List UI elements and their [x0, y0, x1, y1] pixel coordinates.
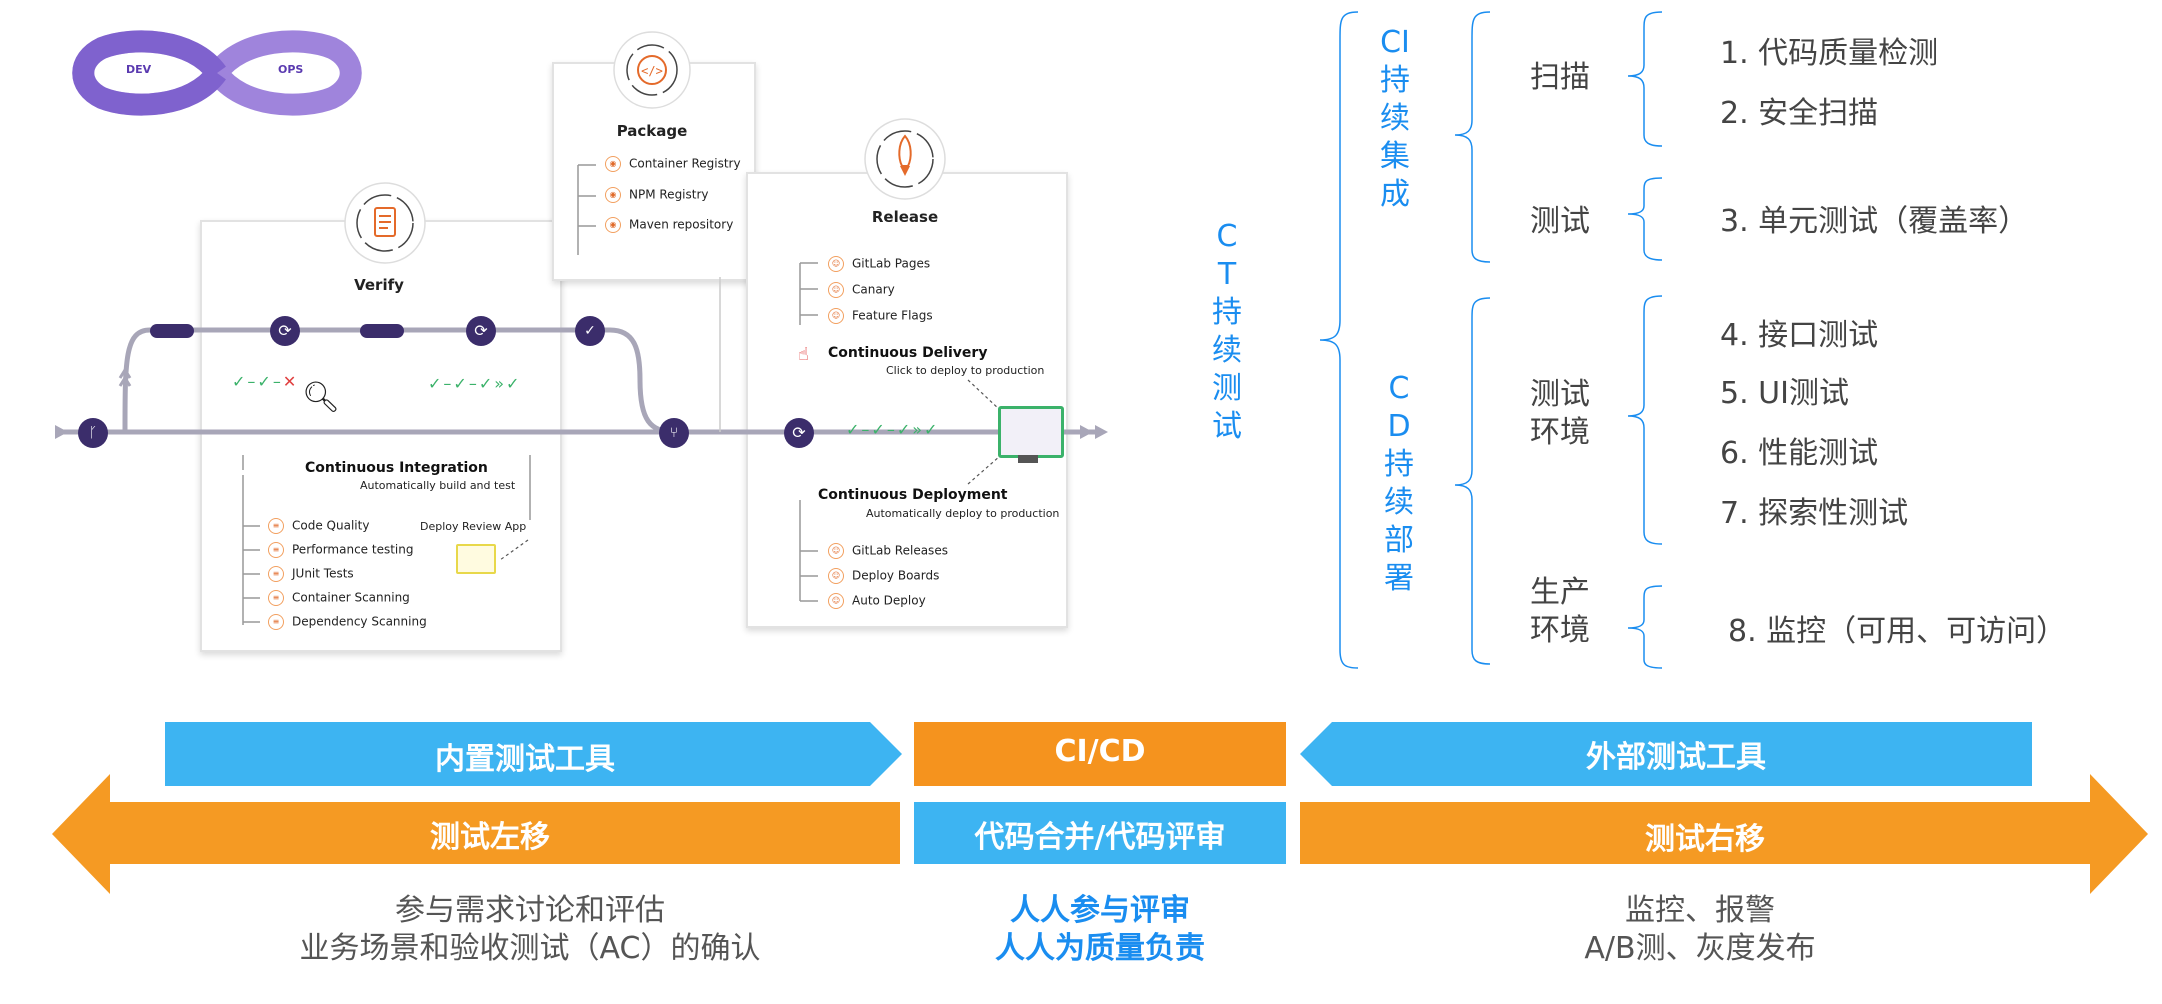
release-item-feature-flags: ☺Feature Flags — [828, 308, 933, 324]
ci-label: CI持续集成 — [1380, 25, 1410, 212]
continuous-integration-title: Continuous Integration — [305, 460, 488, 476]
release-person-icon: ☺ — [828, 282, 844, 298]
verify-icon — [344, 182, 426, 264]
release-person-icon: ☺ — [828, 568, 844, 584]
package-item-container-registry: ◉Container Registry — [605, 156, 741, 172]
pipeline-commit-pill-2 — [360, 324, 404, 338]
release-person-icon: ☺ — [828, 256, 844, 272]
package-item-npm-registry: ◉NPM Registry — [605, 187, 709, 203]
package-title: Package — [616, 122, 688, 140]
package-item-maven-repository: ◉Maven repository — [605, 217, 733, 233]
package-tree-lines — [577, 164, 596, 255]
package-icon: </> — [613, 31, 691, 109]
test-list-icon: ≡ — [268, 518, 284, 534]
verify-item-performance-testing: ≡Performance testing — [268, 542, 413, 558]
tree-scan-label: 扫描 — [1530, 60, 1590, 95]
test-list-icon: ≡ — [268, 590, 284, 606]
tree-leaf-7: 7. 探索性测试 — [1720, 496, 1909, 531]
registry-icon: ◉ — [605, 187, 621, 203]
banner-external-tools: 外部测试工具 — [1586, 740, 1766, 775]
devops-infinity-logo — [72, 30, 362, 116]
bottom-left-line-2: 业务场景和验收测试（AC）的确认 — [299, 931, 761, 966]
verify-item-code-quality: ≡Code Quality — [268, 518, 369, 534]
banner-cicd: CI/CD — [1054, 734, 1146, 769]
tree-leaf-6: 6. 性能测试 — [1720, 436, 1879, 471]
tree-test-label: 测试 — [1530, 204, 1590, 239]
bottom-right-line-1: 监控、报警 — [1625, 893, 1775, 928]
pipeline-check-node: ✓ — [575, 316, 605, 346]
pipeline-commit-pill-1 — [150, 324, 194, 338]
deploy-review-app-label: Deploy Review App — [420, 520, 527, 533]
tree-prod-env-label: 生产环境 — [1530, 575, 1590, 648]
job-status-chain-1: ✓–✓–✕ — [232, 372, 299, 391]
bottom-right-line-2: A/B测、灰度发布 — [1584, 931, 1816, 966]
release-item-canary: ☺Canary — [828, 282, 895, 298]
tree-leaf-4: 4. 接口测试 — [1720, 318, 1879, 353]
job-status-chain-3: ✓–✓–✓»✓ — [846, 420, 940, 439]
cd-label: CD持续部署 — [1384, 371, 1414, 596]
review-app-monitor-icon — [456, 544, 496, 574]
release-item-deploy-boards: ☺Deploy Boards — [828, 568, 939, 584]
svg-text:</>: </> — [641, 64, 663, 78]
tree-leaf-8: 8. 监控（可用、可访问） — [1728, 614, 2067, 649]
test-list-icon: ≡ — [268, 566, 284, 582]
pipeline-merge-node: ⑂ — [659, 418, 689, 448]
pipeline-sync-node-3: ⟳ — [784, 418, 814, 448]
bottom-left-line-1: 参与需求讨论和评估 — [395, 893, 665, 928]
banner-merge-review: 代码合并/代码评审 — [974, 820, 1226, 855]
failed-job-icon: ✕ — [282, 372, 299, 391]
logo-dev-label: DEV — [126, 63, 152, 76]
release-item-gitlab-releases: ☺GitLab Releases — [828, 543, 948, 559]
pipeline-branch-node: ᚴ — [78, 418, 108, 448]
continuous-deployment-title: Continuous Deployment — [818, 487, 1008, 503]
continuous-deployment-subtitle: Automatically deploy to production — [866, 507, 1060, 520]
tree-braces — [1319, 11, 1663, 669]
ct-label: CT持续测试 — [1212, 219, 1242, 444]
release-tree-lines-top — [799, 262, 818, 325]
verify-item-container-scanning: ≡Container Scanning — [268, 590, 410, 606]
continuous-delivery-title: Continuous Delivery — [828, 345, 988, 361]
pipeline-track — [55, 277, 1108, 561]
magnifier-bug-icon: 🔍︎ — [302, 380, 341, 415]
banner-shift-right: 测试右移 — [1645, 822, 1765, 857]
tree-leaf-1: 1. 代码质量检测 — [1720, 36, 1939, 71]
logo-ops-label: OPS — [278, 63, 304, 76]
verify-item-junit-tests: ≡JUnit Tests — [268, 566, 354, 582]
registry-icon: ◉ — [605, 156, 621, 172]
tree-leaf-2: 2. 安全扫描 — [1720, 96, 1879, 131]
release-person-icon: ☺ — [828, 593, 844, 609]
bottom-center-line-2: 人人为质量负责 — [995, 931, 1205, 966]
release-person-icon: ☺ — [828, 308, 844, 324]
banner-builtin-tools: 内置测试工具 — [435, 742, 615, 777]
release-person-icon: ☺ — [828, 543, 844, 559]
registry-icon: ◉ — [605, 217, 621, 233]
verify-title: Verify — [354, 276, 404, 294]
pipeline-sync-node-1: ⟳ — [270, 316, 300, 346]
release-item-gitlab-pages: ☺GitLab Pages — [828, 256, 930, 272]
test-list-icon: ≡ — [268, 542, 284, 558]
test-list-icon: ≡ — [268, 614, 284, 630]
verify-tree-lines — [242, 475, 260, 625]
bottom-center-line-1: 人人参与评审 — [1010, 893, 1190, 928]
job-status-chain-2: ✓–✓–✓»✓ — [428, 374, 522, 393]
tree-leaf-5: 5. UI测试 — [1720, 376, 1849, 411]
continuous-integration-subtitle: Automatically build and test — [360, 479, 516, 492]
monitor-stand — [1018, 455, 1038, 463]
release-title: Release — [871, 208, 939, 226]
pipeline-sync-node-2: ⟳ — [466, 316, 496, 346]
verify-item-dependency-scanning: ≡Dependency Scanning — [268, 614, 427, 630]
click-hand-icon: ☝ — [798, 344, 809, 365]
verify-card — [200, 220, 562, 652]
release-rocket-icon — [864, 118, 946, 200]
tree-leaf-3: 3. 单元测试（覆盖率） — [1720, 204, 2029, 239]
continuous-delivery-subtitle: Click to deploy to production — [886, 364, 1045, 377]
banner-shift-left: 测试左移 — [430, 820, 550, 855]
release-tree-lines-bottom — [799, 500, 818, 602]
release-item-auto-deploy: ☺Auto Deploy — [828, 593, 926, 609]
tree-test-env-label: 测试环境 — [1530, 377, 1590, 450]
